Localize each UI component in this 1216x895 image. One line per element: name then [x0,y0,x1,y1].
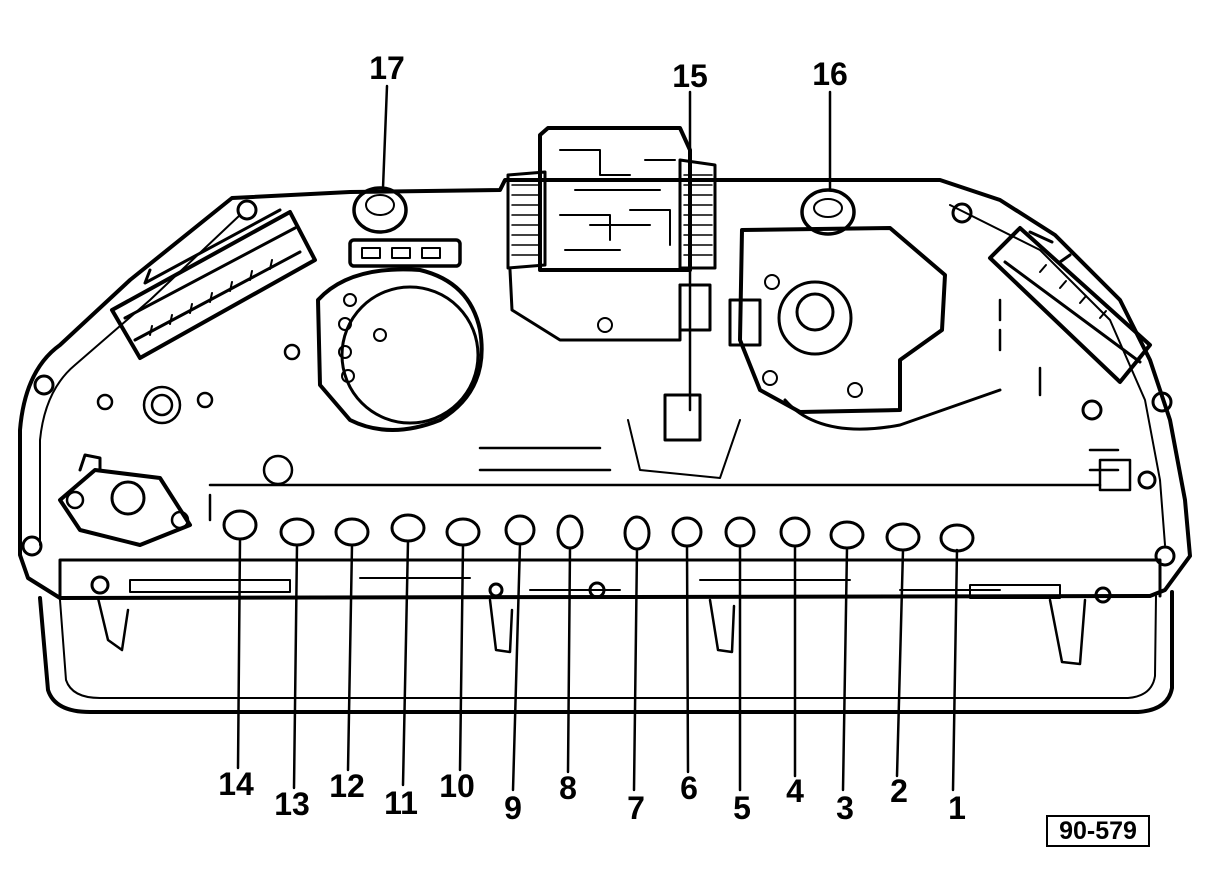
callout-12: 12 [329,768,365,804]
lens-tray-inner [59,595,1157,699]
rail-slots [129,577,1061,599]
knob-16-drawing [800,188,856,236]
lens-tray [38,590,1174,714]
tacho-mechanism [728,226,1002,431]
bulb-sockets [222,509,975,553]
housing-details [96,298,1132,522]
callout-1: 1 [948,790,966,826]
callout-9: 9 [504,790,522,826]
leader-lines [236,84,959,792]
callout-16: 16 [812,56,848,92]
callout-17: 17 [369,50,405,86]
callout-4: 4 [786,773,804,809]
lower-pins [96,596,1087,666]
callout-7: 7 [627,790,645,826]
callout-3: 3 [836,790,854,826]
mounting-rail [58,558,1162,600]
right-connector [988,226,1152,384]
housing-outline [18,178,1192,600]
callout-5: 5 [733,790,751,826]
figure-reference: 90-579 [1046,815,1150,847]
callout-2: 2 [890,773,908,809]
housing-rim [39,204,1166,546]
callout-10: 10 [439,768,475,804]
component-15-drawing [627,283,741,479]
callout-6: 6 [680,770,698,806]
callout-11: 11 [384,785,418,821]
mounting-bolts [21,199,1176,604]
left-sensor [58,453,192,547]
callout-13: 13 [274,786,310,822]
circuit-board [506,126,717,342]
knob-17-drawing [348,186,462,268]
callout-14: 14 [218,766,254,802]
callout-8: 8 [559,770,577,806]
speedometer-motor [316,267,484,432]
callout-15: 15 [672,58,708,94]
left-connector [110,208,317,360]
